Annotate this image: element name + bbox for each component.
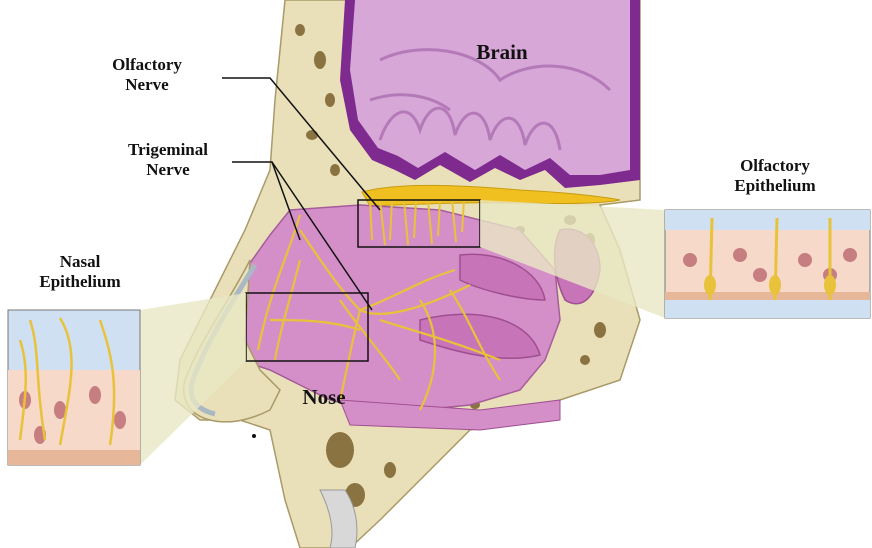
olfactory-nerve-label-line2: Nerve bbox=[92, 75, 202, 95]
nose-label: Nose bbox=[284, 385, 364, 409]
trigeminal-nerve-label-line2: Nerve bbox=[108, 160, 228, 180]
olfactory-epithelium-label: Olfactory Epithelium bbox=[700, 156, 850, 195]
trigeminal-nerve-label: Trigeminal Nerve bbox=[108, 140, 228, 179]
brain-body bbox=[350, 0, 630, 175]
olfactory-epithelium-label-line2: Epithelium bbox=[700, 176, 850, 196]
brain-label-text: Brain bbox=[462, 40, 542, 64]
nasal-epithelium-label-line1: Nasal bbox=[15, 252, 145, 272]
olfactory-nerve-label: Olfactory Nerve bbox=[92, 55, 202, 94]
brain-label: Brain bbox=[462, 40, 542, 64]
trigeminal-nerve-label-line1: Trigeminal bbox=[108, 140, 228, 160]
olfactory-nerve-label-line1: Olfactory bbox=[92, 55, 202, 75]
nose-label-text: Nose bbox=[284, 385, 364, 409]
nasal-epithelium-label-line2: Epithelium bbox=[15, 272, 145, 292]
olfactory-epithelium-label-line1: Olfactory bbox=[700, 156, 850, 176]
olfactory-epithelium-inset bbox=[665, 210, 870, 318]
nasal-epithelium-inset bbox=[8, 310, 140, 465]
nasal-epithelium-label: Nasal Epithelium bbox=[15, 252, 145, 291]
